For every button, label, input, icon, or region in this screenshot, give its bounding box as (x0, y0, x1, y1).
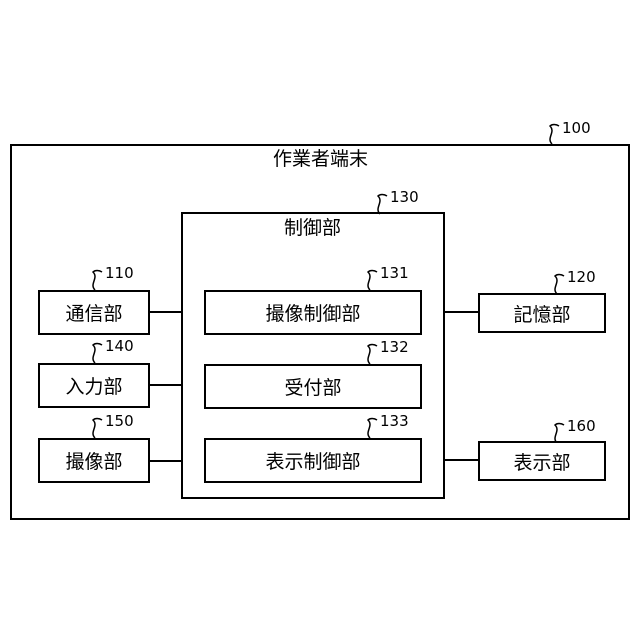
ref-131: 131 (380, 266, 409, 281)
reception-label: 受付部 (284, 373, 341, 400)
display-unit: 表示部 (478, 441, 606, 481)
ref-132: 132 (380, 340, 409, 355)
communication-unit: 通信部 (38, 290, 150, 335)
ref-110: 110 (105, 266, 134, 281)
worker-terminal-label: 作業者端末 (273, 150, 368, 169)
ref-100: 100 (562, 121, 591, 136)
display-control-unit: 表示制御部 (204, 438, 422, 483)
control-unit-label: 制御部 (284, 219, 341, 238)
imaging-control-label: 撮像制御部 (265, 299, 360, 326)
camera-unit: 撮像部 (38, 438, 150, 483)
ref-140: 140 (105, 339, 134, 354)
camera-label: 撮像部 (65, 447, 122, 474)
communication-label: 通信部 (65, 299, 122, 326)
display-label: 表示部 (513, 448, 570, 475)
ref-120: 120 (567, 270, 596, 285)
reception-unit: 受付部 (204, 364, 422, 409)
input-unit: 入力部 (38, 363, 150, 408)
ref-133: 133 (380, 414, 409, 429)
ref-160: 160 (567, 419, 596, 434)
leader-100 (550, 125, 559, 145)
ref-150: 150 (105, 414, 134, 429)
display-control-label: 表示制御部 (265, 447, 360, 474)
storage-unit: 記憶部 (478, 293, 606, 333)
storage-label: 記憶部 (513, 300, 570, 327)
imaging-control-unit: 撮像制御部 (204, 290, 422, 335)
input-label: 入力部 (65, 372, 122, 399)
ref-130: 130 (390, 190, 419, 205)
